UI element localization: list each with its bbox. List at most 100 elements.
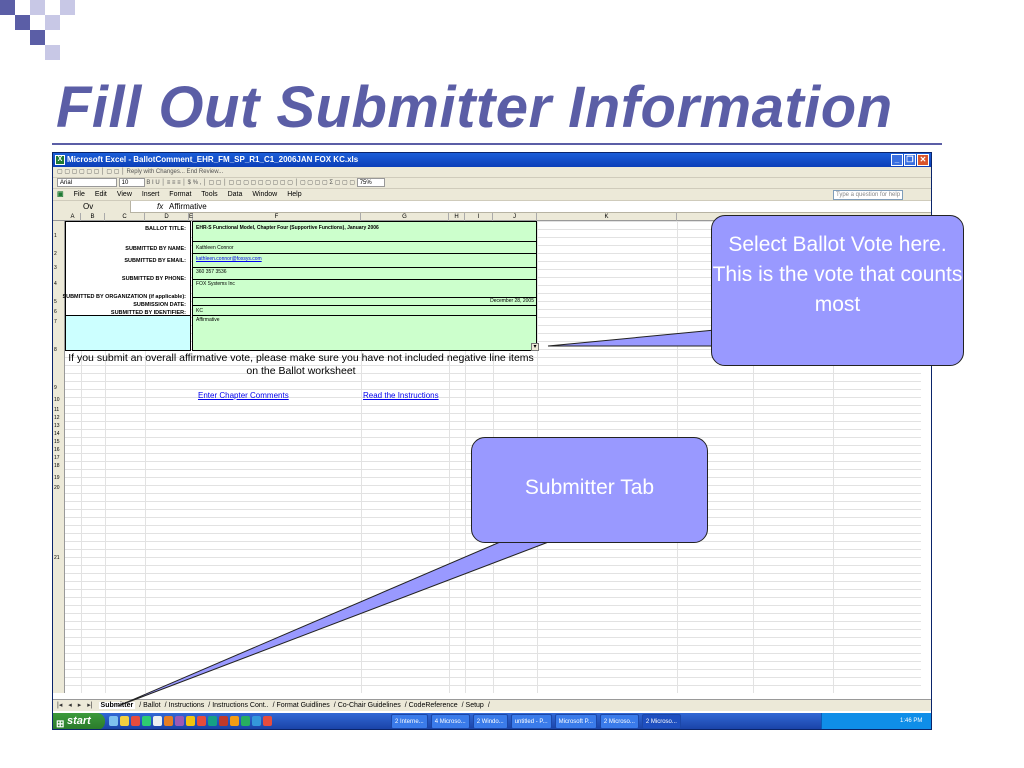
font-name-dropdown[interactable]: Arial <box>57 178 117 187</box>
row-header[interactable]: 18 <box>54 463 60 469</box>
row-header[interactable]: 11 <box>54 407 60 413</box>
quick-launch-icon[interactable] <box>263 716 272 726</box>
name-box[interactable]: Ov <box>53 201 131 213</box>
tab-nav-first-icon[interactable]: |◂ <box>57 702 63 709</box>
enter-chapter-comments-link[interactable]: Enter Chapter Comments <box>198 391 289 400</box>
row-header[interactable]: 15 <box>54 439 60 445</box>
ballot-title-value[interactable]: EHR-S Functional Model, Chapter Four (Su… <box>193 222 536 242</box>
quick-launch-icon[interactable] <box>153 716 162 726</box>
row-header[interactable]: 19 <box>54 475 60 481</box>
menu-format[interactable]: Format <box>169 191 192 198</box>
column-header[interactable]: J <box>493 213 537 221</box>
task-button[interactable]: 4 Microso... <box>430 714 470 729</box>
quick-launch-icon[interactable] <box>241 716 250 726</box>
menu-insert[interactable]: Insert <box>141 191 160 198</box>
tab-codereference[interactable]: CodeReference <box>408 702 458 709</box>
row-header[interactable]: 13 <box>54 423 60 429</box>
menu-tools[interactable]: Tools <box>201 191 218 198</box>
quick-launch-icon[interactable] <box>197 716 206 726</box>
column-header[interactable]: G <box>361 213 449 221</box>
column-header[interactable]: D <box>145 213 189 221</box>
clock[interactable]: 1:46 PM <box>900 718 923 724</box>
task-button[interactable]: Microsoft P... <box>554 714 597 729</box>
row-header[interactable]: 21 <box>54 555 60 561</box>
zoom-dropdown[interactable]: 75% <box>356 178 385 187</box>
window-titlebar[interactable]: X Microsoft Excel - BallotComment_EHR_FM… <box>53 153 931 167</box>
column-header[interactable]: E <box>189 213 194 221</box>
row-header[interactable]: 9 <box>54 385 57 391</box>
row-header[interactable]: 7 <box>54 319 57 325</box>
row-header[interactable]: 1 <box>54 233 57 239</box>
quick-launch-icon[interactable] <box>109 716 118 726</box>
tab-setup[interactable]: Setup <box>465 702 484 709</box>
row-header[interactable]: 5 <box>54 299 57 305</box>
tab-nav-prev-icon[interactable]: ◂ <box>68 702 72 709</box>
help-question-input[interactable]: Type a question for help <box>833 190 903 200</box>
quick-launch-icon[interactable] <box>219 716 228 726</box>
formula-input[interactable]: Affirmative <box>169 202 207 211</box>
identifier-value[interactable]: KC <box>193 306 536 316</box>
row-header[interactable]: 10 <box>54 397 60 403</box>
read-instructions-link[interactable]: Read the Instructions <box>363 391 439 400</box>
quick-launch-icon[interactable] <box>175 716 184 726</box>
start-button[interactable]: ⊞ start <box>53 713 105 729</box>
task-button[interactable]: 2 Windo... <box>472 714 508 729</box>
column-header[interactable]: K <box>537 213 677 221</box>
quick-launch-icon[interactable] <box>164 716 173 726</box>
phone-value[interactable]: 360 357 3536 <box>193 268 536 280</box>
task-button[interactable]: untitled - P... <box>510 714 552 729</box>
row-header[interactable]: 20 <box>54 485 60 491</box>
menu-app-icon[interactable]: ▣ <box>57 191 64 198</box>
row-header[interactable]: 2 <box>54 251 57 257</box>
tab-co-chair-guidelines[interactable]: Co-Chair Guidelines <box>337 702 401 709</box>
menu-window[interactable]: Window <box>252 191 278 198</box>
tab-ballot[interactable]: Ballot <box>143 702 161 709</box>
quick-launch-icon[interactable] <box>131 716 140 726</box>
vote-dropdown-icon[interactable]: ▾ <box>531 343 539 351</box>
restore-icon[interactable]: ❐ <box>904 154 916 166</box>
email-value[interactable]: kathleen.connor@foxsys.com <box>193 254 536 268</box>
row-header[interactable]: 16 <box>54 447 60 453</box>
quick-launch-icon[interactable] <box>208 716 217 726</box>
overall-vote-cell[interactable]: Affirmative <box>196 317 220 323</box>
tab-submitter[interactable]: Submitter <box>98 702 136 709</box>
close-icon[interactable]: ✕ <box>917 154 929 166</box>
tab-format-guidlines[interactable]: Format Guidlines <box>276 702 330 709</box>
minimize-icon[interactable]: _ <box>891 154 903 166</box>
tab-instructions[interactable]: Instructions <box>168 702 205 709</box>
menu-edit[interactable]: Edit <box>94 191 107 198</box>
quick-launch-icon[interactable] <box>186 716 195 726</box>
task-button[interactable]: 2 Interne... <box>391 714 428 729</box>
fx-icon[interactable]: fx <box>157 202 164 211</box>
quick-launch-icon[interactable] <box>230 716 239 726</box>
column-header[interactable]: A <box>65 213 81 221</box>
toolbar-icons[interactable]: ▢ ▢ ▢ ▢ ▢ ▢ │ ▢ ▢ │ <box>57 169 127 175</box>
format-buttons[interactable]: B I U │ ≡ ≡ ≡ │ $ % , │ ▢ ▢ │ ▢ ▢ ▢ ▢ ▢ … <box>146 180 357 186</box>
column-header[interactable]: B <box>81 213 105 221</box>
menu-help[interactable]: Help <box>287 191 302 198</box>
row-header[interactable]: 8 <box>54 347 57 353</box>
date-value[interactable]: December 28, 2005 <box>193 298 536 306</box>
reply-with-changes-button[interactable]: Reply with Changes... End Review... <box>126 169 224 175</box>
column-header[interactable]: F <box>193 213 361 221</box>
row-header[interactable]: 17 <box>54 455 60 461</box>
tab-nav-next-icon[interactable]: ▸ <box>77 702 82 709</box>
column-header[interactable]: I <box>465 213 493 221</box>
menu-file[interactable]: File <box>73 191 85 198</box>
menu-view[interactable]: View <box>116 191 132 198</box>
font-size-dropdown[interactable]: 10 <box>118 178 145 187</box>
menu-data[interactable]: Data <box>227 191 243 198</box>
name-value[interactable]: Kathleen Connor <box>193 242 536 254</box>
tab-instructions-cont[interactable]: Instructions Cont.. <box>212 702 269 709</box>
row-header[interactable]: 12 <box>54 415 60 421</box>
row-header[interactable]: 14 <box>54 431 60 437</box>
tab-nav-last-icon[interactable]: ▸| <box>87 702 93 709</box>
task-button[interactable]: 2 Microso... <box>599 714 639 729</box>
row-header[interactable]: 4 <box>54 281 57 287</box>
task-button[interactable]: 2 Microso... <box>641 714 681 729</box>
column-header[interactable]: H <box>449 213 465 221</box>
column-header[interactable]: C <box>105 213 145 221</box>
quick-launch-icon[interactable] <box>252 716 261 726</box>
row-header[interactable]: 6 <box>54 309 57 315</box>
quick-launch-icon[interactable] <box>142 716 151 726</box>
